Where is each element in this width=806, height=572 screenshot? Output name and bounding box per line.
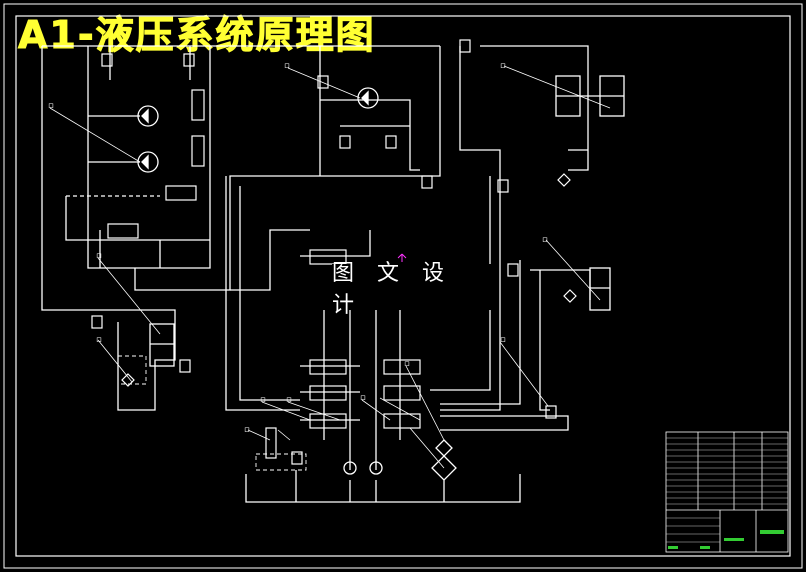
leader-tag: ロ	[500, 63, 506, 70]
hydraulic-cylinders	[149, 75, 625, 367]
leader-tag: ロ	[48, 103, 54, 110]
directional-valves	[107, 89, 421, 459]
leader-tag: ロ	[96, 337, 102, 344]
leader-lines	[49, 65, 611, 469]
leader-tag: ロ	[244, 427, 250, 434]
drawing-title: A1-液压系统原理图	[18, 13, 376, 58]
leader-tag: ロ	[284, 63, 290, 70]
leader-tag: ロ	[286, 397, 292, 404]
leader-tags: ロ ロ ロ ロ ロ ロ ロ ロ ロ ロ ロ ロ	[48, 63, 548, 434]
outer-border	[3, 3, 803, 569]
leader-tag: ロ	[542, 237, 548, 244]
dashed-enclosures	[117, 355, 307, 471]
pumps-motors	[137, 87, 457, 481]
leader-tag: ロ	[500, 337, 506, 344]
leader-tag: ロ	[404, 361, 410, 368]
title-block-rows	[666, 437, 788, 543]
leader-tag: ロ	[360, 395, 366, 402]
leader-tag: ロ	[96, 253, 102, 260]
cursor-marker	[397, 253, 407, 262]
leader-tag: ロ	[260, 397, 266, 404]
small-valves	[91, 39, 577, 465]
title-block-green-marks	[668, 530, 784, 549]
pipe-network	[41, 45, 591, 503]
inner-border	[15, 15, 791, 557]
watermark: 图 文 设 计	[332, 261, 492, 318]
